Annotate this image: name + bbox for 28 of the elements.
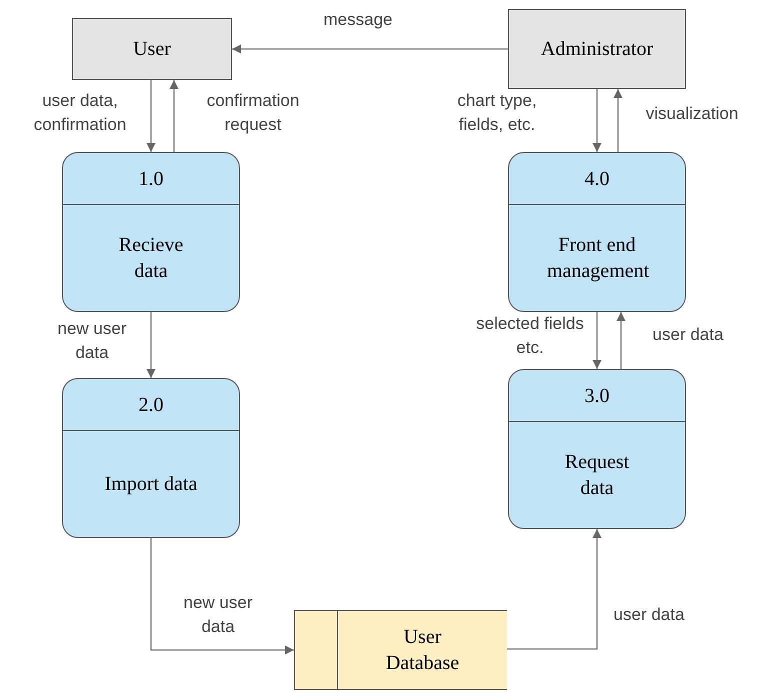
entity-label: User xyxy=(133,37,171,62)
process-number: 1.0 xyxy=(138,166,164,192)
data-store-label: User Database xyxy=(384,625,460,676)
arrow xyxy=(146,312,156,378)
arrow xyxy=(592,312,602,369)
process-name: Recieve data xyxy=(118,233,184,284)
process-box xyxy=(62,378,240,538)
arrow xyxy=(507,529,602,650)
process-box xyxy=(508,152,686,312)
arrow xyxy=(613,89,623,152)
process-number: 3.0 xyxy=(584,384,610,408)
arrow xyxy=(616,312,626,369)
arrow xyxy=(169,80,179,152)
process-number: 4.0 xyxy=(584,166,610,192)
process-number: 2.0 xyxy=(138,392,164,418)
entity-label: Administrator xyxy=(540,37,654,62)
process-box xyxy=(508,369,686,529)
arrow xyxy=(232,44,508,54)
process-name: Request data xyxy=(564,450,630,501)
external-entity-box xyxy=(72,18,232,80)
arrow xyxy=(150,538,294,655)
arrow xyxy=(146,80,156,152)
process-name: Front end management xyxy=(547,233,647,284)
data-store xyxy=(294,610,507,690)
process-name: Import data xyxy=(104,472,198,497)
external-entity-box xyxy=(508,9,686,89)
arrow xyxy=(592,89,602,152)
process-box xyxy=(62,152,240,312)
